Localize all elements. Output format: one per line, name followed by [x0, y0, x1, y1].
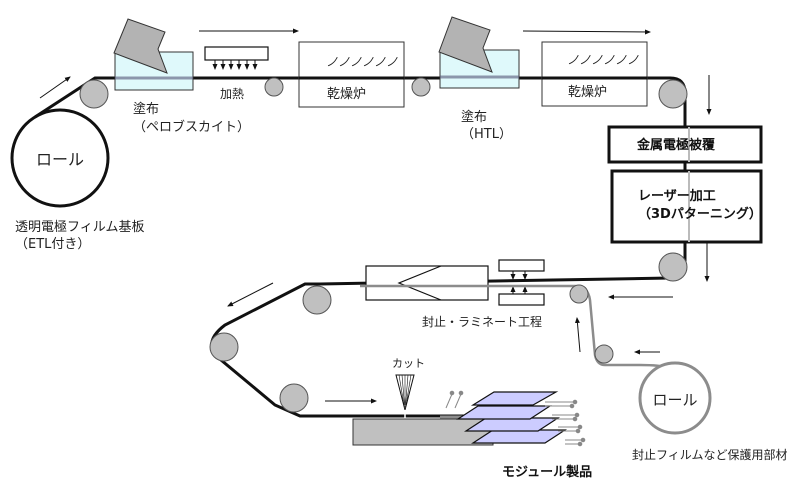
metal-electrode-label: 金属電極被覆: [636, 137, 716, 153]
metal-electrode-coating-box: [607, 125, 763, 164]
roller: [209, 332, 239, 362]
flow-arrow-icon: [522, 29, 651, 35]
protective-material-roll: [638, 361, 712, 435]
press-bottom: [498, 293, 545, 306]
press-arrows-icon: [510, 271, 528, 294]
coat2-label-line2: （HTL）: [461, 127, 512, 142]
roll-right-label: ロール: [652, 391, 697, 409]
cutting-stage: [352, 418, 494, 446]
flow-arrow-icon: [574, 317, 581, 353]
roller: [264, 77, 284, 97]
roller: [302, 285, 332, 315]
heat-wave-icon: ノノノノノノ: [326, 55, 398, 69]
coat1-label-line1: 塗布: [133, 101, 159, 117]
roll-left-label: ロール: [36, 150, 84, 169]
laser-label-line2: （3Dパターニング）: [638, 206, 762, 222]
flow-arrow-icon: [227, 282, 274, 307]
heat-wave-icon: ノノノノノノ: [567, 53, 639, 67]
protect-material-label: 封止フィルムなど保護用部材: [632, 447, 788, 462]
roller: [279, 383, 309, 413]
roller: [79, 79, 109, 109]
coater-head-1: [113, 18, 168, 74]
substrate-roll: [10, 108, 110, 208]
laser-label-line1: レーザー加工: [638, 189, 716, 204]
module-product-label: モジュール製品: [502, 464, 592, 480]
press-top: [498, 259, 545, 272]
coat1-label-line2: （ペロブスカイト）: [133, 119, 250, 135]
laser-processing-box: [610, 169, 763, 244]
module-product-stack: [455, 405, 568, 444]
roller: [569, 284, 589, 304]
roller: [594, 344, 614, 364]
flow-arrow-icon: [39, 76, 71, 99]
electrode-lead-icon: [445, 390, 464, 409]
module-leads-icon: [545, 399, 586, 447]
substrate-label-line2: （ETL付き）: [15, 237, 90, 252]
seal-laminate-label: 封止・ラミネート工程: [422, 314, 542, 329]
dryer1-label: 乾燥炉: [327, 87, 366, 102]
heater: [204, 46, 269, 61]
heat-arrows-icon: [212, 60, 258, 70]
cut-label: カット: [392, 357, 425, 370]
roller: [658, 79, 688, 109]
laminator-merge-icon: [397, 265, 442, 301]
cutter-blade-icon: [395, 374, 415, 418]
coater-head-2: [438, 16, 493, 73]
drying-oven-1: [298, 41, 405, 108]
roller: [411, 77, 431, 97]
roller: [658, 252, 688, 282]
heat-label: 加熱: [220, 87, 244, 101]
substrate-label-line1: 透明電極フィルム基板: [15, 219, 144, 235]
drying-oven-2: [541, 41, 648, 107]
coat2-label-line1: 塗布: [461, 109, 487, 125]
module-panel-top: [470, 391, 559, 406]
dryer2-label: 乾燥炉: [568, 85, 607, 100]
